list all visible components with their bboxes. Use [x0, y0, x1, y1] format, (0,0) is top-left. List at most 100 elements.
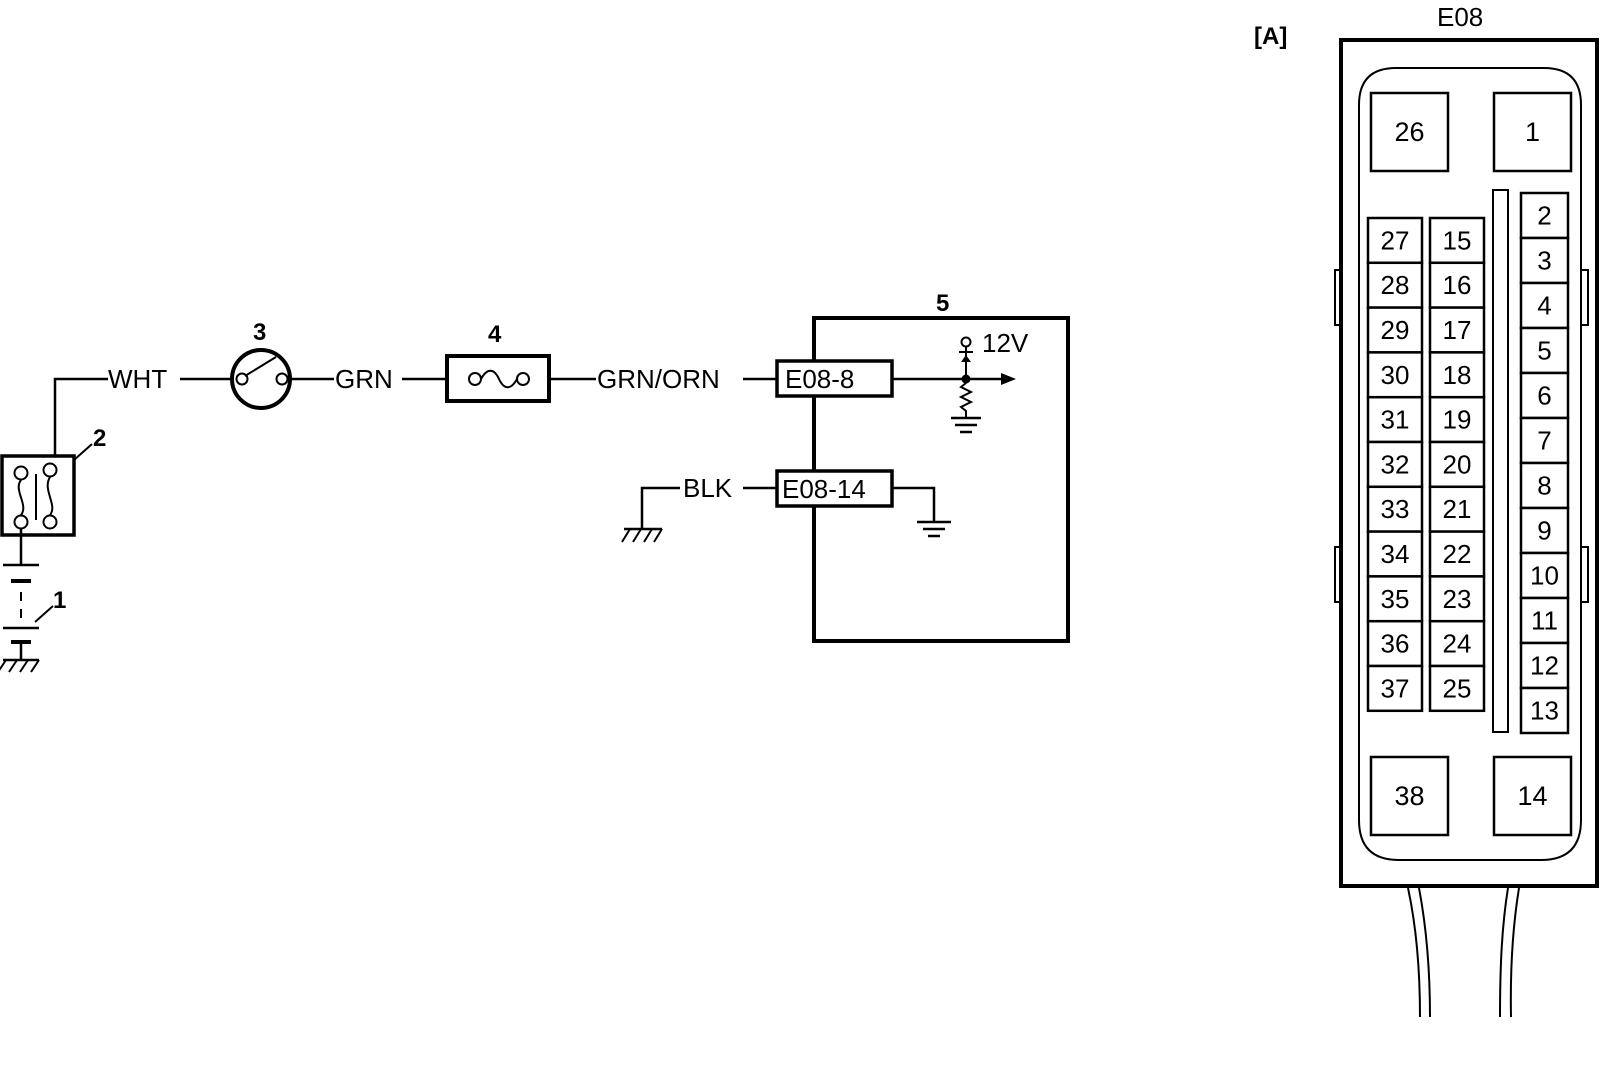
pin-number: 24 — [1443, 629, 1472, 659]
connector-pin-31: 31 — [1366, 395, 1424, 444]
wire-label-wht: WHT — [108, 364, 167, 394]
callout-3: 3 — [253, 319, 266, 346]
pin-number: 33 — [1381, 494, 1410, 524]
main-fuse-box — [0, 454, 76, 537]
fuse — [445, 354, 551, 403]
callout-4: 4 — [488, 321, 502, 348]
connector-pin-28: 28 — [1366, 261, 1424, 309]
battery-symbol — [0, 529, 40, 673]
pin-number: 10 — [1530, 561, 1559, 591]
pin-number: 18 — [1443, 360, 1472, 390]
pin-number: 34 — [1381, 539, 1410, 569]
connector-pin-34: 34 — [1366, 530, 1424, 578]
connector-pin-18: 18 — [1428, 351, 1486, 399]
pin-number: 30 — [1381, 360, 1410, 390]
connector-pin-35: 35 — [1366, 575, 1424, 623]
pin-number: 1 — [1525, 117, 1540, 147]
connector-pin-8: 8 — [1519, 461, 1570, 510]
pin-number: 9 — [1537, 516, 1551, 546]
pin-number: 5 — [1537, 336, 1551, 366]
connector-pin-13: 13 — [1519, 686, 1570, 735]
pin-number: 37 — [1381, 673, 1410, 703]
connector-name: E08 — [1437, 2, 1483, 32]
connector-pin-15: 15 — [1428, 216, 1486, 265]
pin-number: 29 — [1381, 315, 1410, 345]
connector-pin-3: 3 — [1519, 236, 1570, 285]
pin-number: 25 — [1443, 673, 1472, 703]
callout-2: 2 — [93, 425, 106, 452]
pin-number: 35 — [1381, 584, 1410, 614]
connector-pin-1: 1 — [1492, 91, 1573, 173]
connector-pin-4: 4 — [1519, 281, 1570, 330]
connector-pin-20: 20 — [1428, 440, 1486, 489]
wire-label-blk: BLK — [683, 473, 733, 503]
supply-voltage-label: 12V — [982, 328, 1029, 358]
connector-pin-24: 24 — [1428, 619, 1486, 668]
pin-number: 19 — [1443, 405, 1472, 435]
pin-number: 11 — [1531, 606, 1558, 636]
connector-pin-23: 23 — [1428, 575, 1486, 623]
terminal-e08-8: E08-8 — [785, 364, 854, 394]
ignition-switch — [230, 348, 292, 410]
pin-number: 7 — [1537, 426, 1551, 456]
connector-pin-33: 33 — [1366, 485, 1424, 533]
battery-circuit: 2 1 WHT 3 GRN — [0, 319, 777, 673]
ecm: 5 E08-8 12V E08-14 BLK — [621, 290, 1070, 643]
view-label: [A] — [1254, 23, 1287, 50]
callout-1: 1 — [53, 587, 66, 614]
pin-number: 20 — [1443, 449, 1472, 479]
connector-pin-22: 22 — [1428, 530, 1486, 578]
connector-pin-36: 36 — [1366, 619, 1424, 668]
connector-pin-30: 30 — [1366, 351, 1424, 399]
pin-number: 8 — [1537, 471, 1551, 501]
connector-pin-7: 7 — [1519, 416, 1570, 465]
connector-pin-17: 17 — [1428, 306, 1486, 354]
connector-pin-37: 37 — [1366, 664, 1424, 713]
wire-label-grn: GRN — [335, 364, 393, 394]
connector-pin-26: 26 — [1369, 91, 1450, 173]
connector-pin-11: 11 — [1519, 596, 1570, 645]
pin-number: 38 — [1394, 781, 1424, 811]
connector-pin-19: 19 — [1428, 395, 1486, 444]
pin-number: 21 — [1443, 494, 1472, 524]
connector-pin-38: 38 — [1369, 755, 1450, 837]
connector-pin-9: 9 — [1519, 506, 1570, 555]
connector-pin-25: 25 — [1428, 664, 1486, 713]
pin-number: 36 — [1381, 629, 1410, 659]
pin-number: 15 — [1443, 225, 1472, 255]
connector-pin-2: 2 — [1519, 191, 1570, 240]
connector-pin-27: 27 — [1366, 216, 1424, 265]
pin-number: 3 — [1537, 246, 1551, 276]
pin-number: 16 — [1443, 270, 1472, 300]
pin-number: 12 — [1530, 651, 1559, 681]
pin-number: 14 — [1517, 781, 1547, 811]
pin-number: 27 — [1381, 225, 1410, 255]
connector-pin-16: 16 — [1428, 261, 1486, 309]
pin-number: 17 — [1443, 315, 1472, 345]
connector-pin-14: 14 — [1492, 755, 1573, 837]
pin-number: 32 — [1381, 449, 1410, 479]
callout-5: 5 — [936, 290, 949, 317]
pin-number: 13 — [1530, 696, 1559, 726]
pin-number: 23 — [1443, 584, 1472, 614]
terminal-e08-14: E08-14 — [782, 474, 866, 504]
pin-number: 6 — [1537, 381, 1551, 411]
pin-number: 26 — [1394, 117, 1424, 147]
connector-pin-29: 29 — [1366, 306, 1424, 354]
ecm-supply-12v — [951, 336, 981, 434]
pin-number: 31 — [1381, 405, 1410, 435]
connector-pin-12: 12 — [1519, 641, 1570, 690]
wire-label-grn-orn: GRN/ORN — [597, 364, 720, 394]
pin-number: 22 — [1443, 539, 1472, 569]
connector-pin-21: 21 — [1428, 485, 1486, 533]
connector-pin-32: 32 — [1366, 440, 1424, 489]
connector-pin-5: 5 — [1519, 326, 1570, 375]
connector-pin-6: 6 — [1519, 371, 1570, 420]
pin-number: 28 — [1381, 270, 1410, 300]
pin-number: 4 — [1537, 291, 1551, 321]
connector-pin-10: 10 — [1519, 551, 1570, 600]
pin-number: 2 — [1537, 201, 1551, 231]
